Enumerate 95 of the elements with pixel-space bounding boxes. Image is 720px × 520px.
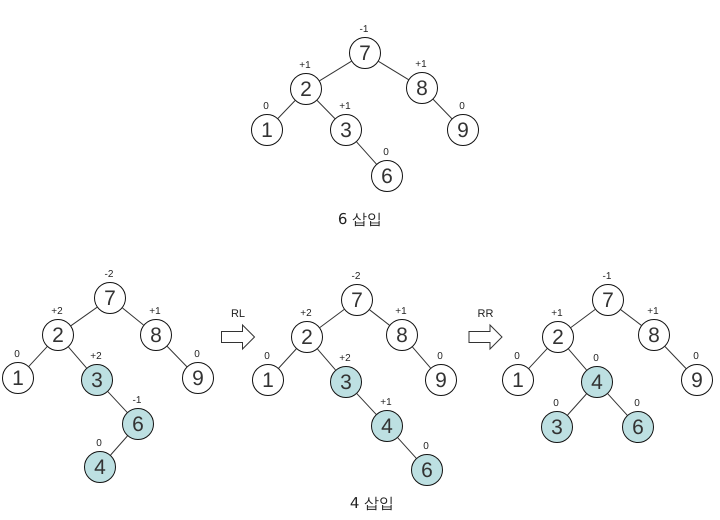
tree-node: 7 bbox=[94, 282, 126, 314]
balance-factor: 0 bbox=[96, 439, 102, 449]
tree-edge bbox=[432, 98, 452, 120]
tree-node: 6 bbox=[411, 454, 443, 486]
edge-label: RL bbox=[230, 309, 246, 320]
tree-edge bbox=[620, 309, 642, 326]
balance-factor: 0 bbox=[423, 442, 429, 452]
tree-node: 2 bbox=[42, 319, 74, 351]
balance-factor: -2 bbox=[352, 272, 360, 282]
caption: 4 삽입 bbox=[350, 496, 394, 511]
balance-factor: 0 bbox=[383, 148, 389, 158]
caption: 6 삽입 bbox=[338, 212, 382, 227]
balance-factor: +1 bbox=[647, 307, 659, 317]
tree-edge bbox=[107, 391, 128, 413]
tree-node: 3 bbox=[81, 364, 113, 396]
balance-factor: +1 bbox=[149, 307, 161, 317]
tree-node: 8 bbox=[386, 319, 418, 351]
tree-node: 6 bbox=[371, 160, 403, 192]
tree-edge bbox=[28, 346, 48, 367]
balance-factor: 0 bbox=[263, 102, 269, 112]
tree-edge bbox=[356, 141, 377, 165]
tree-edge bbox=[397, 437, 417, 459]
balance-factor: +2 bbox=[300, 309, 312, 319]
tree-node: 3 bbox=[330, 114, 362, 146]
tree-edge bbox=[278, 348, 297, 369]
tree-node: 3 bbox=[541, 411, 573, 443]
balance-factor: 0 bbox=[553, 399, 559, 409]
tree-edge bbox=[664, 346, 686, 369]
balance-factor: +1 bbox=[395, 307, 407, 317]
edge-label: RR bbox=[478, 309, 494, 320]
tree-node: 9 bbox=[447, 114, 479, 146]
tree-edge bbox=[570, 309, 596, 328]
tree-node: 4 bbox=[581, 366, 613, 398]
balance-factor: +1 bbox=[299, 61, 311, 71]
tree-edge bbox=[319, 60, 352, 82]
balance-factor: 0 bbox=[264, 352, 270, 362]
tree-node: 2 bbox=[542, 321, 574, 353]
tree-edge bbox=[356, 393, 377, 415]
balance-factor: 0 bbox=[194, 350, 200, 360]
tree-edge bbox=[528, 348, 548, 369]
tree-node: 1 bbox=[252, 364, 284, 396]
balance-factor: -2 bbox=[104, 270, 114, 280]
tree-node: 6 bbox=[122, 408, 154, 440]
balance-factor: +2 bbox=[90, 352, 102, 362]
tree-node: 8 bbox=[406, 72, 438, 104]
tree-edge bbox=[110, 436, 128, 456]
tree-edge bbox=[316, 100, 336, 119]
balance-factor: +2 bbox=[339, 354, 351, 364]
tree-node: 9 bbox=[425, 364, 457, 396]
tree-edge bbox=[278, 100, 296, 119]
tree-node: 7 bbox=[592, 284, 624, 316]
tree-node: 1 bbox=[251, 114, 283, 146]
tree-node: 7 bbox=[349, 37, 381, 69]
tree-node: 8 bbox=[638, 319, 670, 351]
tree-node: 9 bbox=[182, 362, 214, 394]
tree-edge bbox=[378, 60, 409, 80]
balance-factor: -1 bbox=[602, 272, 612, 282]
block-arrow bbox=[221, 324, 256, 350]
tree-edge bbox=[568, 348, 587, 370]
balance-factor: 0 bbox=[459, 102, 465, 112]
balance-factor: +1 bbox=[339, 102, 351, 112]
tree-node: 8 bbox=[140, 319, 172, 351]
tree-node: 1 bbox=[502, 364, 534, 396]
balance-factor: +1 bbox=[380, 398, 392, 408]
tree-node: 1 bbox=[2, 362, 34, 394]
tree-node: 4 bbox=[84, 451, 116, 483]
balance-factor: 0 bbox=[14, 350, 20, 360]
balance-factor: 0 bbox=[437, 352, 443, 362]
tree-edge bbox=[70, 306, 98, 326]
block-arrow bbox=[468, 324, 503, 350]
balance-factor: -1 bbox=[132, 396, 142, 406]
tree-node: 2 bbox=[290, 73, 322, 105]
tree-edge bbox=[369, 309, 390, 326]
balance-factor: 0 bbox=[634, 399, 640, 409]
balance-factor: +1 bbox=[551, 309, 563, 319]
tree-node: 3 bbox=[330, 366, 362, 398]
tree-edge bbox=[412, 346, 431, 368]
tree-edge bbox=[607, 393, 628, 416]
tree-edge bbox=[68, 346, 87, 368]
balance-factor: +1 bbox=[415, 60, 427, 70]
tree-node: 2 bbox=[291, 321, 323, 353]
tree-edge bbox=[319, 309, 345, 328]
tree-node: 4 bbox=[371, 410, 403, 442]
tree-node: 9 bbox=[681, 364, 713, 396]
tree-node: 6 bbox=[622, 411, 654, 443]
tree-edge bbox=[317, 348, 336, 370]
tree-edge bbox=[166, 346, 188, 368]
tree-edge bbox=[122, 308, 144, 326]
balance-factor: 0 bbox=[514, 352, 520, 362]
balance-factor: 0 bbox=[693, 352, 699, 362]
balance-factor: -1 bbox=[360, 25, 368, 35]
balance-factor: +2 bbox=[51, 307, 63, 317]
balance-factor: 0 bbox=[593, 354, 599, 364]
tree-edge bbox=[567, 394, 587, 416]
tree-node: 7 bbox=[341, 284, 373, 316]
